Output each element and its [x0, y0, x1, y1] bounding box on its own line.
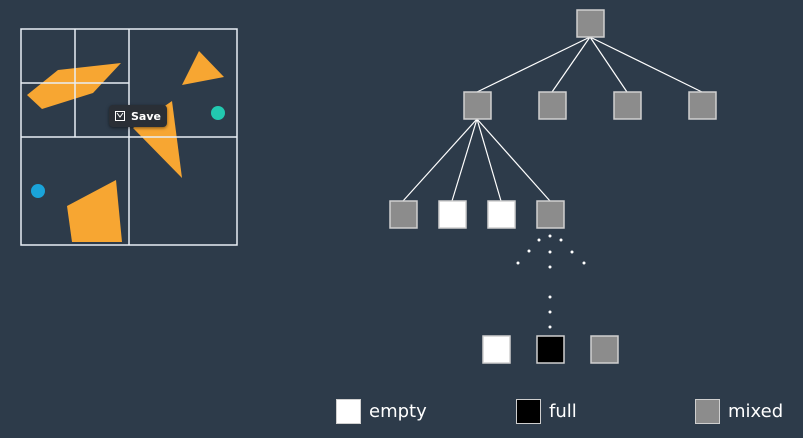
point-teal [211, 106, 225, 120]
save-button-label: Save [131, 109, 161, 123]
legend-label-mixed: mixed [728, 400, 784, 422]
dot [548, 295, 552, 299]
tree-edge [589, 36, 628, 93]
dot [548, 310, 552, 314]
dot [516, 261, 520, 265]
dot [548, 250, 552, 254]
polygon-shape [67, 180, 122, 242]
dot [537, 238, 541, 242]
dot [548, 265, 552, 269]
tree-node [482, 335, 511, 364]
legend-item-full: full [516, 397, 577, 425]
dot [582, 261, 586, 265]
tree-edge [589, 36, 703, 93]
dot [548, 325, 552, 329]
legend-item-empty: empty [336, 397, 427, 425]
tree-nodes [389, 9, 717, 364]
tree-node [389, 200, 418, 229]
tree-node [536, 200, 565, 229]
tree-node-root [576, 9, 605, 38]
tree-edge [551, 36, 591, 93]
tree-node [613, 91, 642, 120]
tree-edge [476, 118, 551, 202]
tree-node [538, 91, 567, 120]
tree-node [536, 335, 565, 364]
legend-swatch-full [516, 398, 541, 424]
tree-edges [402, 36, 703, 202]
legend-swatch-mixed [695, 398, 720, 424]
quadtree-grid [20, 28, 238, 246]
quadtree-panel [20, 28, 238, 246]
tree-node [688, 91, 717, 120]
dot [559, 238, 563, 242]
ellipsis-dots [516, 234, 586, 329]
tree-edge [451, 118, 478, 202]
save-button[interactable]: Save [109, 105, 167, 127]
legend-swatch-empty [336, 398, 361, 424]
polygon-shape [27, 63, 121, 109]
tree-edge [402, 118, 478, 202]
tree-edge [476, 36, 591, 93]
polygon-shape [182, 51, 224, 85]
legend-label-full: full [549, 400, 577, 422]
point-blue [31, 184, 45, 198]
dot [570, 250, 574, 254]
legend-item-mixed: mixed [695, 397, 783, 425]
dot [527, 249, 531, 253]
save-icon [115, 111, 125, 121]
tree-node [487, 200, 516, 229]
tree-node [463, 91, 492, 120]
dot [548, 234, 552, 238]
tree-edge [476, 118, 502, 202]
tree-node [438, 200, 467, 229]
legend-label-empty: empty [369, 400, 427, 422]
tree-node [590, 335, 619, 364]
polygons [27, 51, 224, 242]
